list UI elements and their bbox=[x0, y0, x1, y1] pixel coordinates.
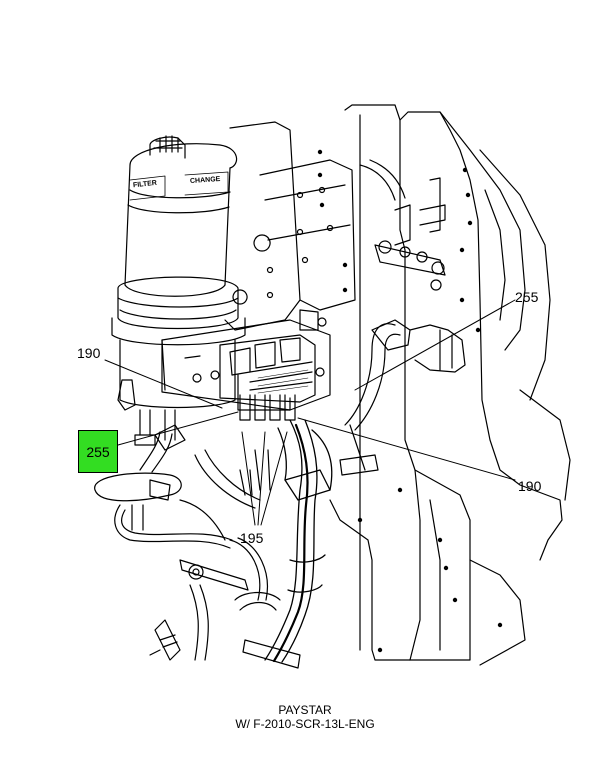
callout-195[interactable]: 195 bbox=[240, 530, 264, 546]
fuel-filter bbox=[111, 135, 246, 446]
lower-clamps bbox=[234, 449, 301, 669]
main-harness bbox=[264, 419, 333, 663]
mounting-bracket bbox=[224, 121, 356, 331]
frame-rail bbox=[329, 104, 571, 666]
upper-harness bbox=[339, 319, 466, 476]
spec-plate bbox=[257, 369, 309, 394]
fuel-fittings bbox=[359, 159, 446, 291]
caption-model: PAYSTAR bbox=[278, 703, 332, 717]
rail-rivets bbox=[317, 149, 503, 653]
connector-block bbox=[161, 309, 331, 421]
leader-255-box bbox=[117, 411, 239, 446]
caption-engine: W/ F-2010-SCR-13L-ENG bbox=[235, 717, 375, 731]
leader-190-right bbox=[297, 417, 516, 481]
callout-190-left[interactable]: 190 bbox=[77, 345, 101, 361]
leader-195-a bbox=[241, 431, 256, 526]
leader-255-top bbox=[354, 299, 516, 391]
callout-255-top[interactable]: 255 bbox=[515, 289, 539, 305]
leader-lines bbox=[104, 299, 516, 526]
left-hose bbox=[94, 424, 268, 661]
filter-band-labels bbox=[129, 171, 229, 201]
callout-190-right[interactable]: 190 bbox=[518, 478, 542, 494]
callout-255-highlighted[interactable]: 255 bbox=[78, 430, 118, 473]
leader-190-left bbox=[104, 359, 223, 409]
leader-195-b bbox=[257, 431, 266, 526]
leader-195-c bbox=[260, 431, 288, 526]
